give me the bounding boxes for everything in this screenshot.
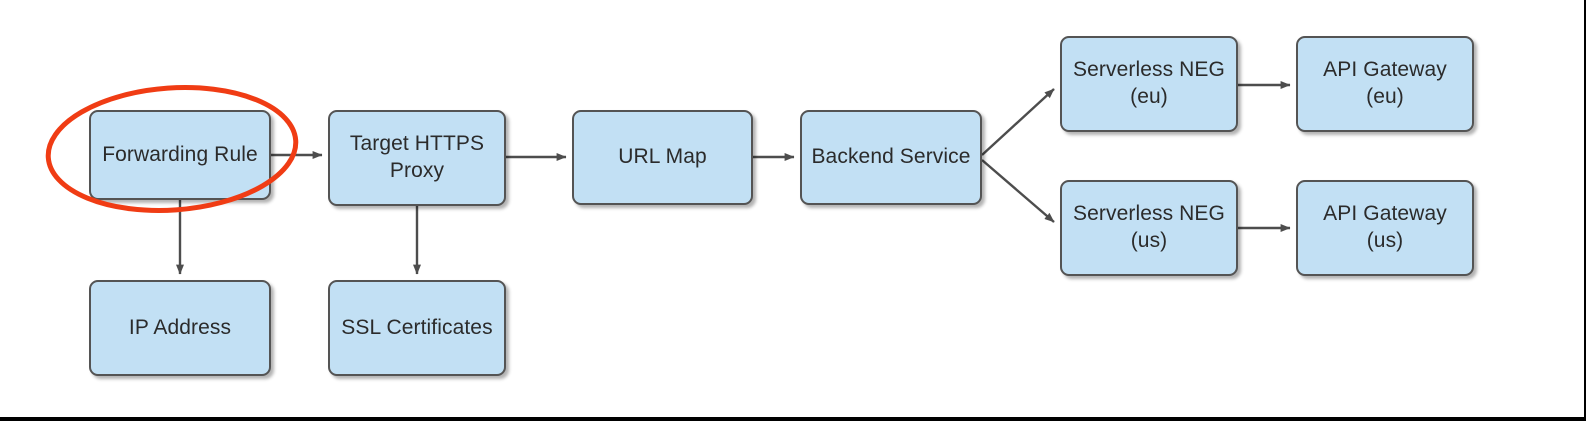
edge-backend-service-to-serverless-neg-us: [981, 159, 1055, 223]
node-backend-service-label: Backend Service: [811, 145, 971, 169]
node-forwarding-rule-label: Forwarding Rule: [102, 142, 258, 166]
node-serverless-neg-us[interactable]: Serverless NEG (us): [1060, 180, 1238, 276]
node-url-map[interactable]: URL Map: [572, 110, 753, 205]
node-target-https-proxy[interactable]: Target HTTPS Proxy: [328, 110, 506, 206]
node-api-gateway-eu[interactable]: API Gateway (eu): [1296, 36, 1474, 132]
node-ip-address[interactable]: IP Address: [89, 280, 271, 376]
node-serverless-neg-us-label: Serverless NEG (us): [1073, 202, 1225, 252]
node-forwarding-rule[interactable]: Forwarding Rule: [89, 110, 271, 200]
node-api-gateway-eu-label: API Gateway (eu): [1323, 58, 1447, 108]
node-serverless-neg-eu-label: Serverless NEG (eu): [1073, 58, 1225, 108]
node-backend-service[interactable]: Backend Service: [800, 110, 982, 205]
node-ssl-certificates-label: SSL Certificates: [341, 315, 493, 339]
node-ssl-certificates[interactable]: SSL Certificates: [328, 280, 506, 376]
node-api-gateway-us-label: API Gateway (us): [1323, 202, 1447, 252]
node-url-map-label: URL Map: [618, 145, 707, 169]
edge-backend-service-to-serverless-neg-eu: [981, 88, 1055, 156]
node-target-https-proxy-label: Target HTTPS Proxy: [349, 132, 485, 182]
node-api-gateway-us[interactable]: API Gateway (us): [1296, 180, 1474, 276]
node-ip-address-label: IP Address: [128, 315, 232, 339]
node-serverless-neg-eu[interactable]: Serverless NEG (eu): [1060, 36, 1238, 132]
